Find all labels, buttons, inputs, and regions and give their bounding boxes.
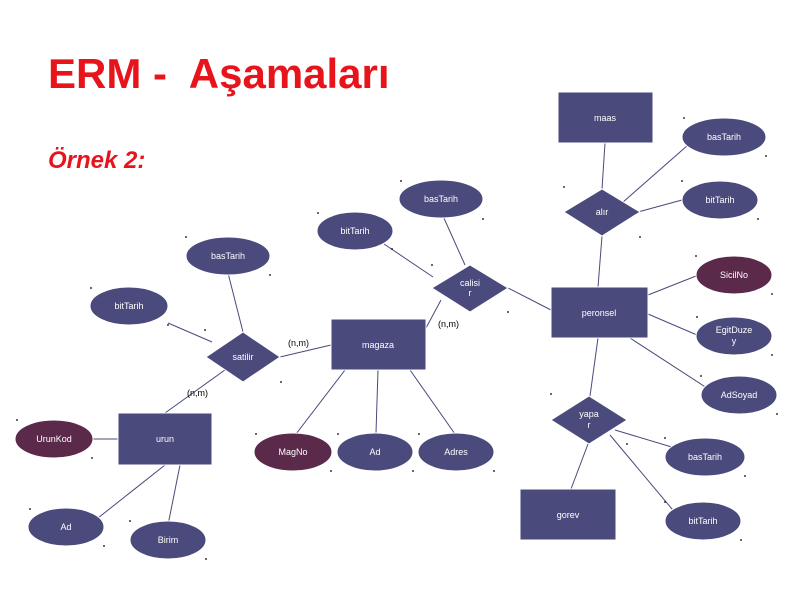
line-calisir-peronsel [507, 287, 552, 311]
attribute-peronsel-adsoyad: AdSoyad [700, 375, 778, 415]
line-magaza-magno [295, 369, 346, 435]
relationship-alir-label: alır [596, 207, 609, 217]
line-satilir-bastarih [227, 272, 244, 333]
line-peronsel-yapar [589, 337, 599, 397]
entity-urun: urun [117, 412, 213, 466]
attribute-magaza-ad: Ad [336, 432, 414, 472]
attribute-peronsel-sicilno: SicilNo [695, 255, 773, 295]
attribute-peronsel-egitim-label-1: EgitDuze [716, 325, 753, 335]
attribute-alir-bastarih: basTarih [681, 117, 767, 157]
attribute-satilir-bastarih-label: basTarih [211, 251, 245, 261]
attribute-peronsel-egitim: EgitDuze y [695, 316, 773, 356]
attribute-calisir-bastarih-label: basTarih [424, 194, 458, 204]
entity-urun-label: urun [156, 434, 174, 444]
line-maas-alir [601, 142, 606, 190]
line-urun-birim [167, 464, 181, 526]
attribute-peronsel-sicilno-label: SicilNo [720, 270, 748, 280]
relationship-satilir: satilir [205, 331, 281, 383]
relationship-calisir: calisi r [431, 264, 509, 313]
attribute-calisir-bastarih: basTarih [398, 179, 484, 219]
line-peronsel-adsoyad [629, 337, 711, 391]
line-alir-peronsel [597, 235, 603, 288]
attribute-alir-bittarih: bitTarih [681, 180, 759, 220]
line-yapar-bittarih [609, 434, 678, 516]
attribute-peronsel-adsoyad-label: AdSoyad [721, 390, 758, 400]
entity-maas-label: maas [594, 113, 617, 123]
attribute-urun-birim: Birim [129, 520, 207, 560]
line-alir-bastarih [621, 144, 689, 204]
relationship-yapar: yapa r [550, 395, 628, 445]
line-calisir-bastarih [442, 215, 466, 266]
line-satilir-magaza [279, 344, 332, 358]
relationship-yapar-label-2: r [588, 420, 591, 430]
attribute-urun-ad: Ad [27, 507, 105, 547]
entity-peronsel: peronsel [550, 286, 649, 339]
attribute-yapar-bastarih: basTarih [664, 437, 746, 477]
relationship-alir: alır [563, 188, 641, 237]
entity-maas: maas [557, 91, 654, 144]
attribute-satilir-bittarih: bitTarih [89, 286, 169, 326]
attribute-calisir-bittarih: bitTarih [316, 211, 394, 251]
attribute-alir-bittarih-label: bitTarih [705, 195, 734, 205]
cardinality-urun-satilir: (n,m) [187, 388, 208, 398]
attribute-urun-birim-label: Birim [158, 535, 179, 545]
attribute-yapar-bastarih-label: basTarih [688, 452, 722, 462]
attribute-urun-kod: UrunKod [14, 419, 94, 459]
line-peronsel-sicilno [647, 275, 697, 296]
attribute-peronsel-egitim-label-2: y [732, 336, 737, 346]
line-alir-bittarih [637, 199, 683, 213]
line-peronsel-egitim [647, 313, 698, 336]
attribute-yapar-bittarih: bitTarih [664, 501, 742, 541]
attribute-urun-ad-label: Ad [60, 522, 71, 532]
entity-peronsel-label: peronsel [582, 308, 617, 318]
decorative-dots [16, 117, 778, 560]
entity-magaza-label: magaza [362, 340, 394, 350]
attribute-yapar-bittarih-label: bitTarih [688, 516, 717, 526]
line-yapar-bastarih [614, 429, 676, 449]
slide-title: ERM - Aşamaları [48, 50, 390, 97]
attribute-magaza-ad-label: Ad [369, 447, 380, 457]
attribute-urun-kod-label: UrunKod [36, 434, 72, 444]
slide-subtitle: Örnek 2: [48, 147, 146, 174]
line-yapar-gorev [570, 443, 589, 490]
entity-gorev-label: gorev [557, 510, 580, 520]
relationship-yapar-label-1: yapa [579, 409, 599, 419]
entity-magaza: magaza [330, 318, 427, 371]
attribute-magaza-magno-label: MagNo [278, 447, 307, 457]
attribute-satilir-bittarih-label: bitTarih [114, 301, 143, 311]
relationship-calisir-label-1: calisi [460, 278, 480, 288]
attribute-calisir-bittarih-label: bitTarih [340, 226, 369, 236]
line-satilir-bittarih [167, 322, 213, 343]
attribute-magaza-magno: MagNo [253, 432, 333, 472]
relationship-calisir-label-2: r [469, 288, 472, 298]
attribute-magaza-adres: Adres [417, 432, 495, 472]
line-magaza-ad [375, 369, 379, 434]
relationship-satilir-label: satilir [232, 352, 253, 362]
line-magaza-calisir [425, 299, 442, 329]
line-magaza-adres [409, 369, 456, 435]
attribute-magaza-adres-label: Adres [444, 447, 468, 457]
attribute-satilir-bastarih: basTarih [185, 236, 271, 276]
line-urun-ad [97, 464, 166, 519]
cardinality-satilir-magaza: (n,m) [288, 338, 309, 348]
attribute-alir-bastarih-label: basTarih [707, 132, 741, 142]
entity-gorev: gorev [519, 488, 617, 541]
cardinality-magaza-calisir: (n,m) [438, 319, 459, 329]
